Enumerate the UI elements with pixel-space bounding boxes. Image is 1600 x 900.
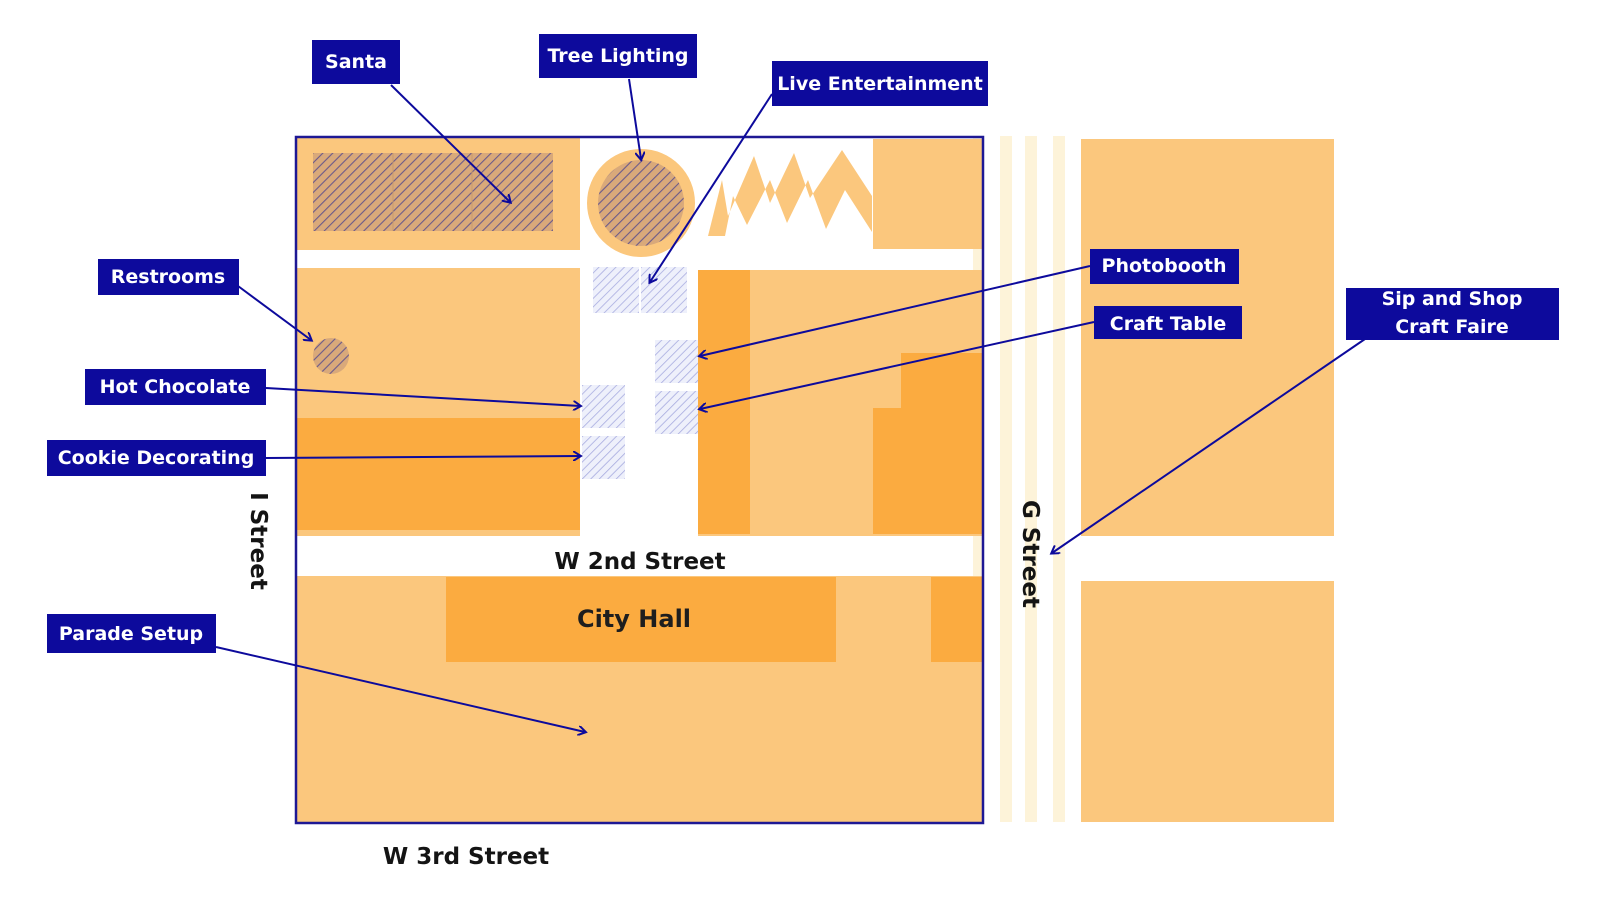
callout-hot-chocolate-label: Hot Chocolate bbox=[100, 376, 251, 398]
tree-lighting-area bbox=[598, 160, 684, 246]
callout-santa-label: Santa bbox=[325, 51, 387, 73]
callout-santa[interactable]: Santa bbox=[312, 40, 400, 84]
street-g-label: G Street bbox=[1017, 500, 1043, 608]
live-entertainment-booth-2 bbox=[641, 267, 687, 313]
callout-restrooms[interactable]: Restrooms bbox=[98, 259, 239, 295]
northeast-small-block bbox=[873, 139, 983, 249]
hot-chocolate-booth bbox=[582, 385, 625, 428]
callout-craft-table[interactable]: Craft Table bbox=[1094, 306, 1242, 339]
street-i-label: I Street bbox=[245, 492, 271, 590]
city-hall-building bbox=[446, 577, 836, 662]
live-entertainment-stage bbox=[708, 150, 872, 236]
tree-lighting-arrow bbox=[628, 78, 641, 159]
east-block-dark-strip bbox=[698, 270, 750, 534]
callout-restrooms-label: Restrooms bbox=[111, 266, 226, 288]
g-street-stripes bbox=[973, 136, 1065, 822]
callout-parade-setup[interactable]: Parade Setup bbox=[47, 614, 216, 653]
santa-area bbox=[313, 153, 553, 231]
city-blocks bbox=[296, 137, 1334, 822]
callout-arrows bbox=[215, 78, 1366, 732]
callout-live-entertainment[interactable]: Live Entertainment bbox=[772, 61, 988, 106]
east-block-dark-lower bbox=[873, 408, 983, 534]
cookie-decorating-booth bbox=[582, 436, 625, 479]
callout-photobooth[interactable]: Photobooth bbox=[1090, 249, 1239, 284]
restrooms-area bbox=[313, 338, 349, 374]
booths bbox=[582, 267, 698, 479]
callout-sip-and-shop[interactable]: Sip and Shop Craft Faire bbox=[1346, 288, 1559, 340]
city-hall-annex bbox=[931, 577, 983, 662]
craft-table-booth bbox=[655, 391, 698, 434]
southeast-block bbox=[1081, 581, 1334, 822]
photobooth-booth bbox=[655, 340, 698, 383]
callout-cookie-decorating-label: Cookie Decorating bbox=[58, 447, 255, 469]
event-boundary bbox=[294, 135, 985, 825]
live-entertainment-arrow bbox=[650, 93, 773, 282]
parade-setup-arrow bbox=[215, 646, 585, 732]
hot-chocolate-arrow bbox=[265, 387, 580, 406]
city-hall-label: City Hall bbox=[577, 605, 691, 633]
callout-cookie-decorating[interactable]: Cookie Decorating bbox=[47, 440, 266, 476]
callout-craft-table-label: Craft Table bbox=[1110, 313, 1226, 335]
callout-sip-shop-line1: Sip and Shop bbox=[1382, 288, 1523, 310]
callout-tree-lighting[interactable]: Tree Lighting bbox=[539, 34, 697, 78]
santa-arrow bbox=[390, 84, 510, 202]
photobooth-arrow bbox=[700, 265, 1091, 356]
craft-table-arrow bbox=[700, 321, 1095, 409]
callout-hot-chocolate[interactable]: Hot Chocolate bbox=[85, 369, 266, 405]
west-block-dark bbox=[296, 418, 580, 530]
cookie-decorating-arrow bbox=[265, 456, 580, 458]
callout-tree-lighting-label: Tree Lighting bbox=[547, 45, 688, 67]
live-entertainment-booth-1 bbox=[593, 267, 639, 313]
callout-sip-shop-line2: Craft Faire bbox=[1395, 316, 1509, 338]
callout-parade-setup-label: Parade Setup bbox=[59, 623, 203, 645]
restrooms-arrow bbox=[237, 285, 311, 340]
street-w3rd-label: W 3rd Street bbox=[383, 844, 549, 870]
street-w2nd-label: W 2nd Street bbox=[554, 549, 725, 575]
callout-photobooth-label: Photobooth bbox=[1102, 255, 1227, 277]
sip-shop-arrow bbox=[1052, 338, 1366, 553]
callout-live-entertainment-label: Live Entertainment bbox=[777, 73, 983, 95]
